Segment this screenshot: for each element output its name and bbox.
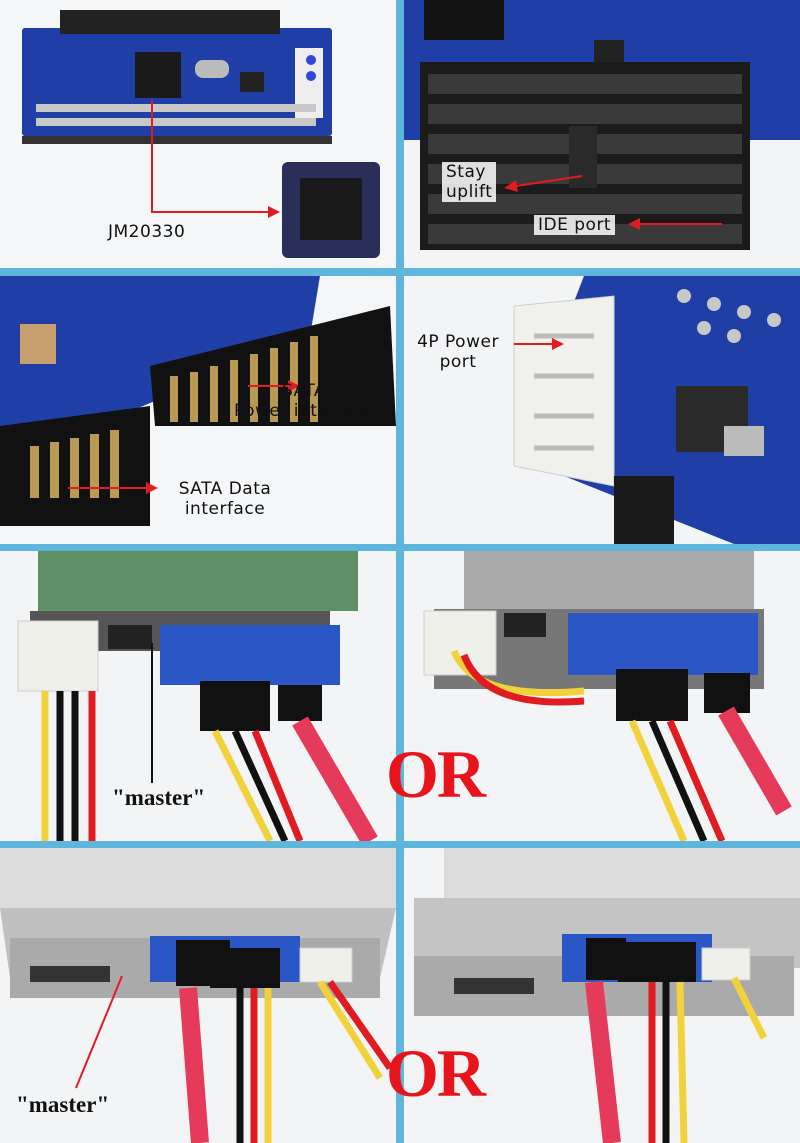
panel-ide-port: Stay uplift IDE port (404, 0, 800, 268)
optical-right-image (414, 848, 800, 1143)
ide-port-image (404, 0, 800, 250)
panel-optical-left: "master" (0, 848, 396, 1143)
hdd-left-image (17, 551, 378, 841)
or-label-1: OR (386, 736, 486, 812)
label-stay-line1: Stay (446, 162, 486, 182)
panel-hdd-connected-right (404, 551, 800, 841)
sata-connectors-image (0, 276, 396, 526)
label-sata-data-line1: SATA Data (178, 479, 272, 499)
label-sata-power: SATA Power interface (218, 381, 390, 421)
panel-4p-power: 4P Power port (404, 276, 800, 544)
or-label-2: OR (386, 1035, 486, 1111)
label-chip: JM20330 (108, 222, 186, 242)
label-4p-power-line1: 4P Power (417, 332, 499, 352)
label-sata-data-line2: interface (184, 499, 266, 519)
label-master-2: "master" (16, 1092, 110, 1117)
optical-left-image (0, 848, 396, 1143)
label-sata-power-line2: Power interface (233, 401, 375, 421)
label-ide-port: IDE port (534, 215, 616, 235)
label-stay-line2: uplift (446, 182, 493, 202)
panel-hdd-connected-left: "master" (0, 551, 396, 841)
label-4p-power-line2: port (439, 352, 477, 372)
hdd-right-image (423, 551, 792, 841)
panel-optical-right (404, 848, 800, 1143)
panel-board-overview: JM20330 (0, 0, 396, 268)
panel-sata-connectors: SATA Power interface SATA Data interface (0, 276, 396, 544)
board-overview-image (22, 10, 380, 258)
label-sata-power-line1: SATA (281, 381, 327, 401)
label-stay-uplift: Stay uplift (442, 162, 497, 202)
label-4p-power: 4P Power port (404, 332, 512, 372)
power-port-image (513, 276, 800, 544)
label-sata-data: SATA Data interface (160, 479, 290, 519)
label-master-1: "master" (112, 785, 206, 810)
